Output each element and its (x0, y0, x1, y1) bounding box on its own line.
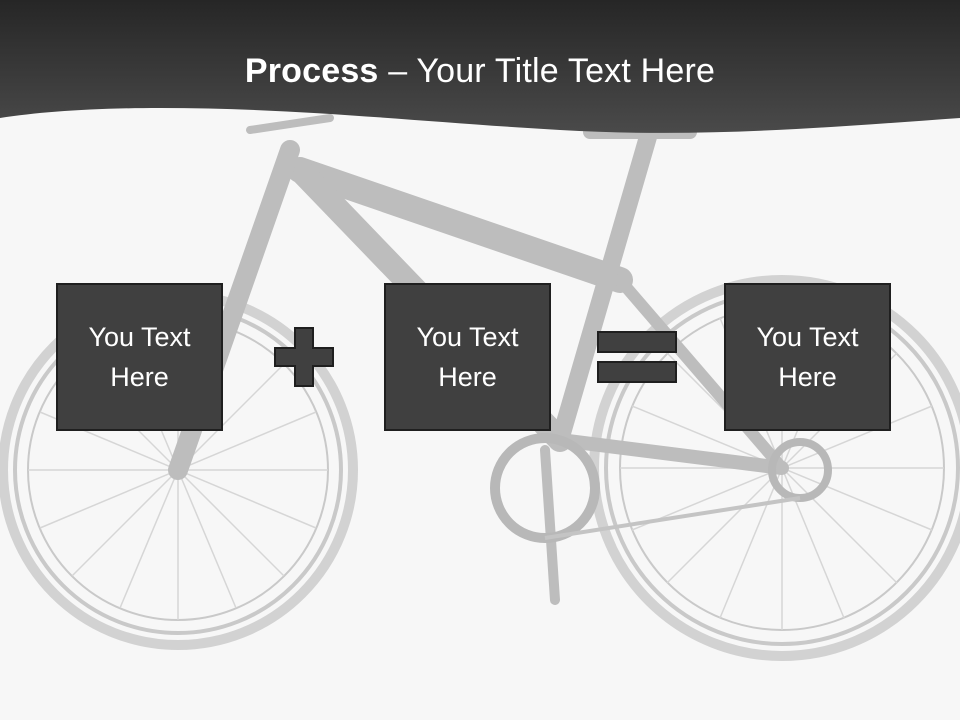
process-box-2-label: You Text Here (416, 322, 519, 392)
process-box-2[interactable]: You Text Here (384, 283, 551, 431)
slide-title: Process – Your Title Text Here (0, 52, 960, 91)
header-band (0, 0, 960, 133)
plus-icon (274, 327, 334, 387)
title-rest: – Your Title Text Here (378, 52, 716, 90)
equals-icon (597, 331, 677, 383)
process-box-3[interactable]: You Text Here (724, 283, 891, 431)
process-box-1[interactable]: You Text Here (56, 283, 223, 431)
process-box-3-label: You Text Here (756, 322, 859, 392)
title-bold: Process (244, 52, 379, 90)
process-box-1-label: You Text Here (88, 322, 191, 392)
